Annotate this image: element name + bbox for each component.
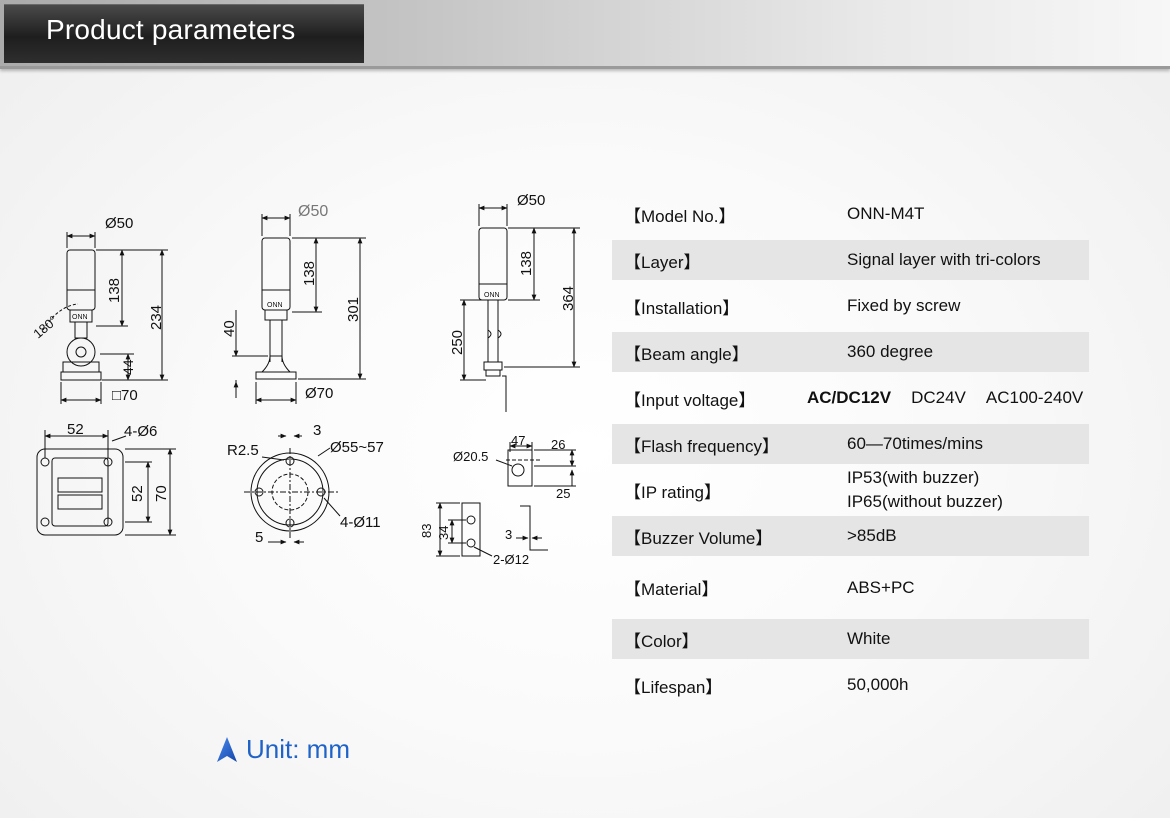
- spec-value-group: IP53(with buzzer) IP65(without buzzer): [847, 466, 1003, 514]
- dim-138-3: 138: [518, 251, 535, 276]
- ip-rating-line: IP53(with buzzer): [847, 468, 980, 487]
- spec-row-flash-frequency: 【Flash frequency】 60—70times/mins: [612, 424, 1089, 464]
- dim-138-1: 138: [106, 278, 123, 303]
- spec-row-buzzer-volume: 【Buzzer Volume】 >85dB: [612, 516, 1089, 556]
- brand-label-2: ONN: [267, 302, 283, 309]
- spec-table: 【Model No.】 ONN-M4T 【Layer】 Signal layer…: [612, 194, 1089, 711]
- dim-250: 250: [449, 330, 466, 355]
- spec-value: 50,000h: [847, 675, 909, 694]
- dim-234: 234: [148, 305, 165, 330]
- drawing-angled-mount-base: [36, 430, 176, 536]
- spec-value: 360 degree: [847, 342, 934, 361]
- spec-key: 【Material】: [624, 580, 719, 599]
- dim-70-side: 70: [153, 485, 170, 502]
- dim-d50-2: Ø50: [298, 203, 328, 220]
- spec-key: 【Installation】: [624, 298, 740, 318]
- dim-34: 34: [436, 526, 451, 540]
- spec-row-beam-angle: 【Beam angle】 360 degree: [612, 332, 1089, 372]
- spec-row-ip-rating: 【IP rating】 IP53(with buzzer) IP65(witho…: [612, 464, 1089, 516]
- dim-4-d6: 4-Ø6: [124, 423, 157, 440]
- spec-value: ABS+PC: [847, 577, 915, 597]
- brand-label-1: ONN: [72, 314, 88, 321]
- spec-key: 【Layer】: [624, 252, 701, 272]
- voltage-option: AC100-240V: [985, 388, 1084, 407]
- spec-value: 60—70times/mins: [847, 434, 984, 453]
- spec-value: Signal layer with tri-colors: [847, 250, 1041, 269]
- drawing-bracket-mount-side: [460, 204, 580, 412]
- voltage-option: DC24V: [911, 388, 966, 407]
- spec-row-material: 【Material】 ABS+PC: [612, 556, 1089, 619]
- dim-83: 83: [419, 524, 434, 538]
- spec-value: ONN-M4T: [847, 204, 925, 223]
- dim-301: 301: [345, 297, 362, 322]
- header-title-tab: [4, 4, 364, 63]
- brand-label-3: ONN: [484, 292, 500, 299]
- spec-key: 【Flash frequency】: [624, 436, 779, 456]
- spec-key: 【Model No.】: [624, 206, 736, 226]
- dim-square-70: □70: [112, 387, 138, 404]
- spec-row-layer: 【Layer】 Signal layer with tri-colors: [612, 240, 1089, 280]
- page-title: Product parameters: [46, 14, 296, 45]
- spec-row-model: 【Model No.】 ONN-M4T: [612, 194, 1089, 234]
- dim-3-bracket: 3: [505, 527, 512, 542]
- technical-drawings: Ø50 138 234 44 180° ONN □70 52 4-Ø6 52 7…: [30, 192, 580, 567]
- dim-138-2: 138: [301, 261, 318, 286]
- spec-row-input-voltage: 【Input voltage】 AC/DC12V DC24V AC100-240…: [612, 372, 1089, 424]
- drawing-angled-mount-side: [42, 232, 168, 404]
- dim-364: 364: [560, 286, 577, 311]
- unit-note: Unit: mm: [216, 734, 350, 765]
- voltage-option: AC/DC12V: [807, 388, 892, 407]
- dim-47: 47: [511, 433, 525, 448]
- unit-label: Unit: mm: [246, 734, 350, 764]
- dim-52-side: 52: [129, 485, 146, 502]
- spec-row-lifespan: 【Lifespan】 50,000h: [612, 659, 1089, 711]
- dim-52-top: 52: [67, 421, 84, 438]
- spec-row-color: 【Color】 White: [612, 619, 1089, 659]
- navigation-arrow-icon: [217, 736, 237, 762]
- drawing-pole-mount-side: [232, 214, 366, 404]
- dim-5: 5: [255, 529, 263, 546]
- spec-key: 【Buzzer Volume】: [624, 528, 773, 548]
- dim-40: 40: [221, 320, 238, 337]
- spec-row-installation: 【Installation】 Fixed by screw: [612, 280, 1089, 332]
- dim-44: 44: [120, 359, 136, 375]
- ip-rating-line: IP65(without buzzer): [847, 492, 1003, 511]
- spec-value-group: AC/DC12V DC24V AC100-240V: [807, 386, 1083, 410]
- spec-key: 【Beam angle】: [624, 344, 749, 364]
- dim-180-angle: 180°: [30, 313, 60, 342]
- dim-r25: R2.5: [227, 442, 259, 459]
- spec-value: White: [847, 629, 891, 648]
- spec-key: 【Color】: [624, 631, 699, 651]
- dim-26: 26: [551, 437, 565, 452]
- dim-3-top: 3: [313, 422, 321, 439]
- spec-value: Fixed by screw: [847, 296, 961, 315]
- spec-key: 【Lifespan】: [624, 677, 723, 697]
- dim-2-d12: 2-Ø12: [493, 552, 529, 567]
- dim-d70-2: Ø70: [305, 385, 333, 402]
- dim-25: 25: [556, 486, 570, 501]
- spec-value: >85dB: [847, 526, 897, 545]
- dim-d205: Ø20.5: [453, 449, 488, 464]
- drawing-bracket-detail: [436, 442, 576, 557]
- drawing-pole-mount-base: [244, 433, 341, 545]
- dim-d50-1: Ø50: [105, 215, 133, 232]
- spec-key: 【IP rating】: [624, 482, 722, 502]
- page-header: Product parameters: [0, 0, 1170, 69]
- dim-4-d11: 4-Ø11: [340, 514, 381, 531]
- dim-d55-57: Ø55~57: [330, 439, 384, 456]
- spec-key: 【Input voltage】: [624, 390, 756, 410]
- dim-d50-3: Ø50: [517, 192, 545, 209]
